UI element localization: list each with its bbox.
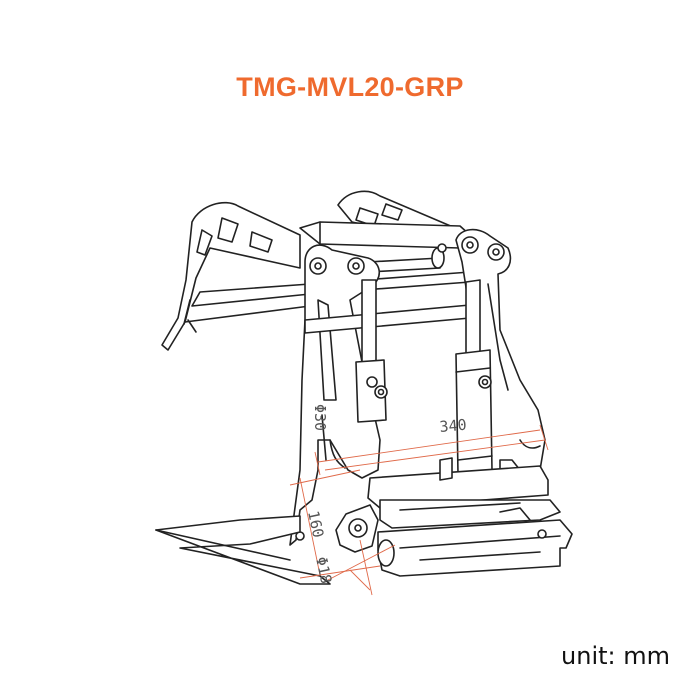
hydraulic-cylinder-left xyxy=(355,279,388,423)
dimension-lines xyxy=(289,424,549,596)
unit-label: unit: mm xyxy=(561,642,670,670)
dimension-pin-small-label: Φ18 xyxy=(312,555,335,585)
dimension-width-label: 340 xyxy=(439,416,468,436)
lower-frame xyxy=(295,457,573,577)
product-title: TMG-MVL20-GRP xyxy=(236,72,464,102)
dimension-height-label: 160 xyxy=(304,509,327,539)
dimension-pin-large-label: Φ30 xyxy=(311,404,329,431)
bottom-blade xyxy=(155,515,331,585)
